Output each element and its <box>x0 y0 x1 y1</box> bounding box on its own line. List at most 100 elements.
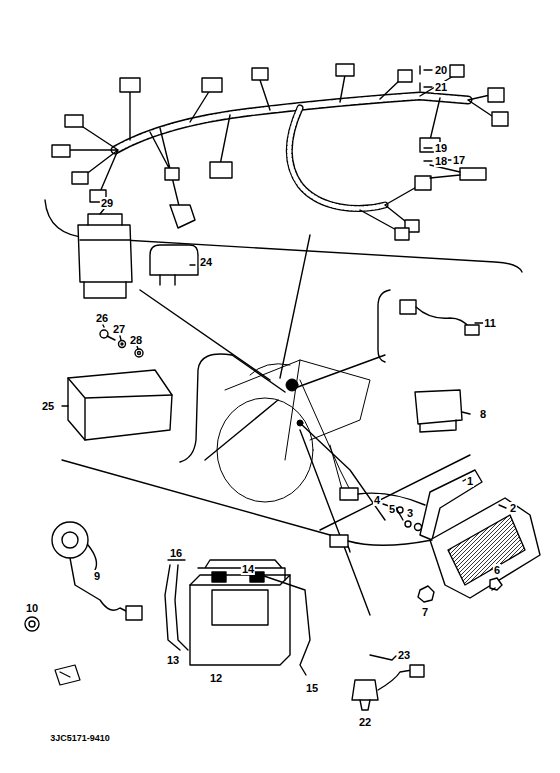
wire-harness <box>336 64 354 76</box>
callout-number: 12 <box>209 672 223 684</box>
horn <box>62 532 78 548</box>
callout-number: 13 <box>166 654 180 666</box>
callout-number: 4 <box>373 494 381 506</box>
wire-harness <box>395 228 409 240</box>
regulator <box>430 498 540 598</box>
callout-number: 27 <box>112 323 126 335</box>
wire-harness <box>492 112 508 126</box>
callout-number: 18 <box>434 155 448 167</box>
wire-harness <box>165 168 179 180</box>
callout-number: 29 <box>100 197 114 209</box>
callout-number: 3 <box>406 507 414 519</box>
motorcycle-outline <box>217 398 313 502</box>
nut <box>492 588 495 590</box>
callout-number: 28 <box>129 334 143 346</box>
callout-number: 21 <box>434 81 448 93</box>
flasher-relay <box>420 412 470 432</box>
group-leader <box>295 355 385 388</box>
screw-washer <box>119 341 126 348</box>
coupler <box>340 488 358 500</box>
switch <box>410 665 424 677</box>
relay <box>80 214 130 298</box>
coupler <box>330 488 432 547</box>
lead-wire <box>400 300 483 335</box>
motorcycle-outline <box>225 360 370 500</box>
callout-number: 14 <box>241 563 255 575</box>
wire-harness <box>450 65 464 77</box>
harness-clips <box>420 66 451 165</box>
screw-washer <box>121 343 123 345</box>
front-arrow <box>55 665 80 685</box>
wire-harness <box>70 75 495 232</box>
wire-harness <box>488 88 504 102</box>
callout-number: 24 <box>199 256 213 268</box>
relay <box>78 225 132 282</box>
wire-harness <box>202 78 222 92</box>
group-leader <box>232 355 285 392</box>
switch <box>370 655 396 660</box>
battery-lead <box>168 559 185 560</box>
wire-harness <box>252 68 268 80</box>
battery <box>190 560 290 665</box>
control-unit <box>68 378 172 440</box>
callout-number: 23 <box>397 649 411 661</box>
nut <box>25 617 39 631</box>
screw-washer <box>100 330 108 338</box>
harness-clips <box>420 66 451 165</box>
battery <box>190 575 290 665</box>
wire-harness <box>398 70 412 82</box>
callout-number: 26 <box>95 312 109 324</box>
group-bracket <box>378 290 390 362</box>
lead-wire <box>416 307 470 328</box>
flasher-relay <box>415 390 462 424</box>
bolt <box>415 524 422 531</box>
group-leader <box>140 290 270 380</box>
callout-number: 5 <box>388 503 396 515</box>
wire-harness <box>210 162 232 178</box>
callout-number: 22 <box>358 716 372 728</box>
lead-wire <box>475 322 483 323</box>
regulator <box>430 498 540 598</box>
callout-number: 9 <box>93 570 101 582</box>
wire-harness <box>52 145 70 157</box>
callout-number: 19 <box>434 142 448 154</box>
screw-washer <box>135 349 143 357</box>
wire-harness <box>460 168 486 180</box>
callout-number: 16 <box>169 547 183 559</box>
callout-number: 7 <box>421 606 429 618</box>
switch <box>352 680 378 700</box>
bolt <box>405 521 411 527</box>
battery <box>212 572 226 582</box>
lead-wire <box>465 325 479 335</box>
horn <box>88 545 96 570</box>
callout-number: 6 <box>493 564 501 576</box>
control-unit <box>62 405 68 406</box>
callout-number: 1 <box>466 475 474 487</box>
horn <box>70 558 132 614</box>
group-bracket <box>180 354 232 462</box>
wire-harness <box>289 108 385 208</box>
callout-number: 15 <box>305 682 319 694</box>
callout-number: 20 <box>434 64 448 76</box>
lead-wire <box>400 300 416 314</box>
callout-number: 17 <box>452 154 466 166</box>
battery <box>212 590 268 625</box>
wire-harness <box>170 205 195 228</box>
wire-harness <box>65 115 83 127</box>
wire-harness <box>120 78 140 92</box>
group-leader <box>280 235 310 378</box>
nut <box>418 578 502 602</box>
battery-lead <box>264 576 310 675</box>
horn <box>126 606 142 620</box>
screw-washer <box>138 352 141 355</box>
callout-number: 2 <box>509 502 517 514</box>
flasher-relay <box>415 390 470 432</box>
callout-number: 25 <box>41 400 55 412</box>
motorcycle-outline <box>286 379 298 391</box>
switch <box>360 670 412 710</box>
battery <box>198 560 285 580</box>
nut <box>29 621 35 627</box>
relay <box>100 209 104 214</box>
relay <box>160 265 195 285</box>
